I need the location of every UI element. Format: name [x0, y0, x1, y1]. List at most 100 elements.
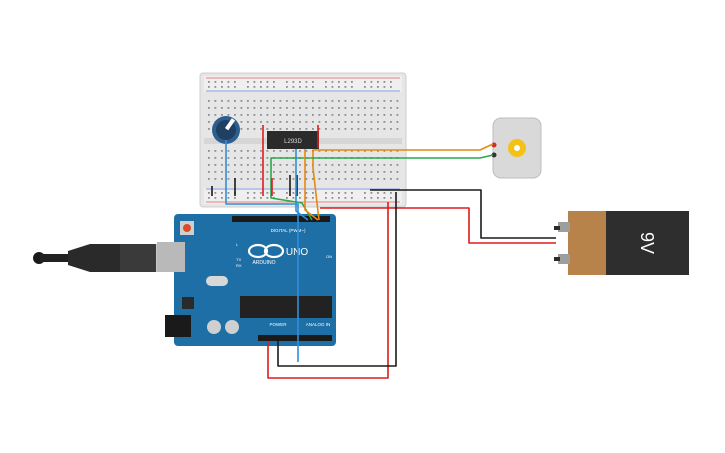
breadboard-hole [292, 107, 295, 109]
breadboard-hole [279, 128, 282, 130]
breadboard-hole [227, 192, 230, 194]
breadboard-hole [338, 192, 340, 194]
breadboard-hole [260, 100, 262, 102]
breadboard-hole [383, 164, 386, 166]
breadboard-hole [331, 107, 334, 109]
breadboard-hole [351, 178, 353, 180]
breadboard-hole [390, 150, 392, 152]
breadboard-hole [279, 121, 282, 123]
digital-header [232, 216, 330, 222]
breadboard-hole [318, 100, 321, 102]
breadboard-hole [208, 86, 210, 88]
breadboard-hole [305, 114, 308, 116]
breadboard-hole [370, 128, 373, 130]
breadboard-hole [299, 81, 301, 83]
breadboard-hole [227, 114, 230, 116]
breadboard-hole [279, 171, 282, 173]
breadboard-hole [260, 157, 262, 159]
breadboard-hole [383, 107, 386, 109]
breadboard-hole [351, 114, 353, 116]
breadboard-hole [331, 192, 334, 194]
breadboard-hole [253, 100, 256, 102]
breadboard-hole [338, 197, 340, 199]
breadboard-hole [234, 164, 236, 166]
breadboard-hole [390, 86, 392, 88]
arduino-uno[interactable]: ARDUINO UNO DIGITAL (PWM~) POWER ANALOG … [157, 214, 336, 346]
breadboard-hole [396, 164, 399, 166]
breadboard-hole [208, 114, 210, 116]
breadboard-hole [286, 171, 288, 173]
breadboard-hole [266, 100, 269, 102]
potentiometer[interactable] [212, 116, 240, 144]
breadboard-hole [253, 171, 256, 173]
breadboard-hole [227, 107, 230, 109]
breadboard-hole [344, 107, 347, 109]
battery-9v[interactable]: 9V [554, 211, 689, 275]
breadboard-hole [325, 107, 327, 109]
breadboard-hole [208, 121, 210, 123]
breadboard-hole [331, 114, 334, 116]
breadboard-hole [344, 171, 347, 173]
breadboard-hole [344, 197, 347, 199]
breadboard-hole [240, 107, 243, 109]
breadboard-hole [331, 197, 334, 199]
breadboard-hole [273, 164, 275, 166]
breadboard-hole [357, 178, 360, 180]
breadboard-hole [383, 81, 386, 83]
breadboard-hole [234, 86, 236, 88]
wire-arduino-gnd [277, 192, 397, 367]
dc-motor[interactable] [491, 117, 542, 179]
breadboard-hole [221, 192, 223, 194]
breadboard-hole [364, 114, 366, 116]
breadboard-hole [331, 81, 334, 83]
breadboard-hole [234, 171, 236, 173]
breadboard-hole [221, 86, 223, 88]
breadboard-hole [351, 150, 353, 152]
breadboard-hole [364, 100, 366, 102]
breadboard-hole [338, 178, 340, 180]
breadboard-hole [214, 171, 217, 173]
breadboard-hole [377, 107, 379, 109]
breadboard-hole [344, 192, 347, 194]
power-label: POWER [269, 322, 287, 327]
breadboard-hole [208, 81, 210, 83]
breadboard-hole [253, 157, 256, 159]
breadboard-hole [286, 150, 288, 152]
breadboard-hole [234, 100, 236, 102]
reset-button[interactable] [183, 224, 191, 232]
breadboard-hole [325, 164, 327, 166]
breadboard-hole [344, 100, 347, 102]
breadboard-hole [312, 197, 314, 199]
breadboard-hole [266, 81, 269, 83]
breadboard-hole [292, 114, 295, 116]
breadboard-hole [331, 164, 334, 166]
breadboard-hole [318, 114, 321, 116]
breadboard-hole [221, 114, 223, 116]
usb-cable[interactable] [33, 244, 178, 272]
atmega-chip [240, 296, 332, 318]
l293d-chip[interactable]: L293D [267, 131, 319, 149]
breadboard-hole [351, 121, 353, 123]
breadboard-hole [338, 81, 340, 83]
breadboard-hole [286, 192, 288, 194]
breadboard-hole [364, 164, 366, 166]
breadboard-hole [208, 164, 210, 166]
breadboard-hole [240, 157, 243, 159]
breadboard-hole [279, 100, 282, 102]
breadboard-hole [279, 107, 282, 109]
battery-label: 9V [637, 232, 657, 254]
breadboard-hole [351, 171, 353, 173]
wires[interactable] [211, 125, 556, 379]
breadboard-hole [364, 197, 366, 199]
breadboard-hole [221, 107, 223, 109]
breadboard-hole [260, 171, 262, 173]
breadboard-hole [318, 107, 321, 109]
breadboard-hole [260, 86, 262, 88]
breadboard-hole [273, 100, 275, 102]
breadboard-hole [247, 164, 249, 166]
breadboard-hole [260, 178, 262, 180]
breadboard-hole [344, 114, 347, 116]
breadboard-hole [260, 107, 262, 109]
usb-port [157, 242, 185, 272]
